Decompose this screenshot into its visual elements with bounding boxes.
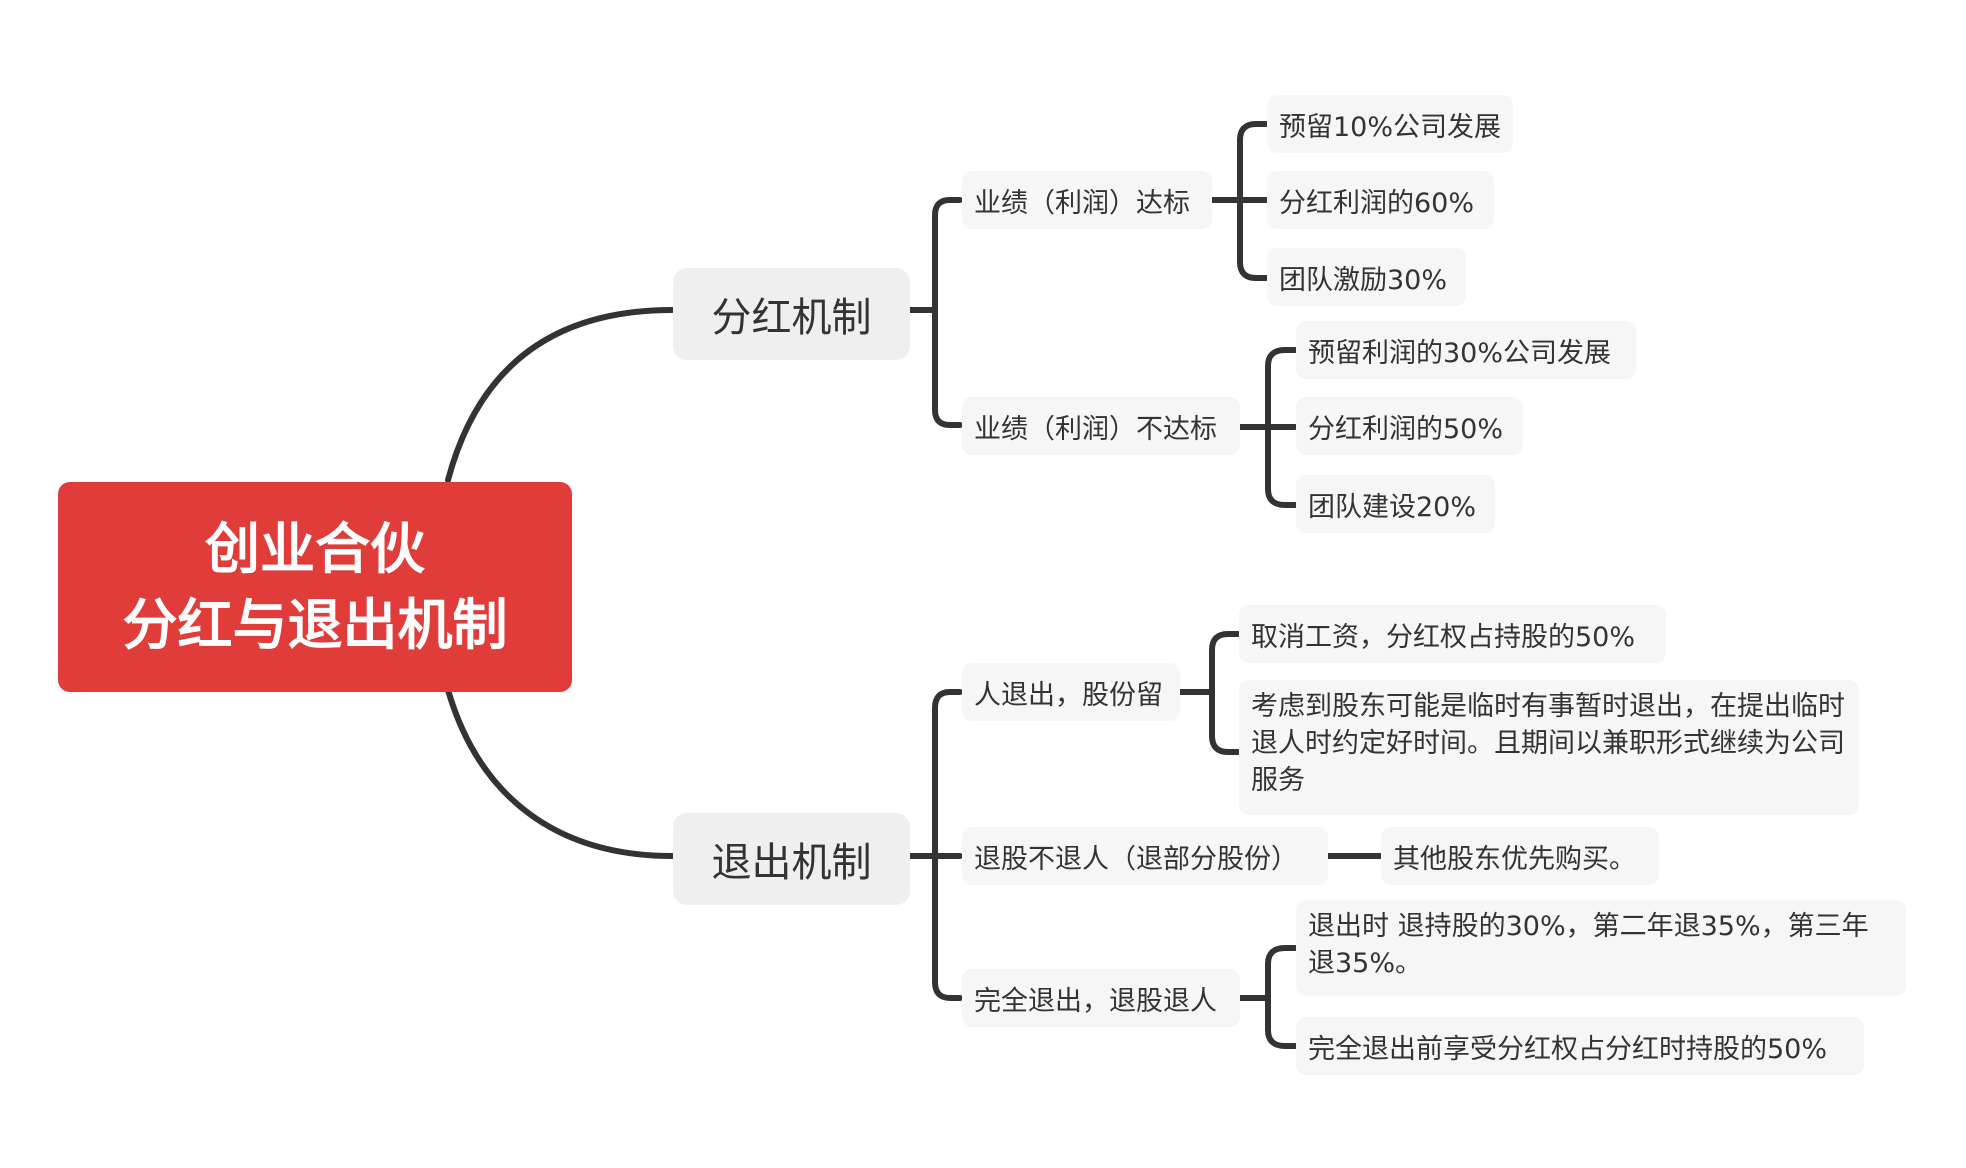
branch-fenhong[interactable]: 分红机制 [673, 268, 910, 360]
leaf-budabiao-3[interactable]: 团队建设20% [1296, 475, 1495, 533]
leaf-dabiao-2[interactable]: 分红利润的60% [1267, 171, 1494, 229]
leaf-rentuichu-1[interactable]: 取消工资，分红权占持股的50% [1239, 605, 1666, 663]
leaf-rentuichu-2[interactable]: 考虑到股东可能是临时有事暂时退出，在提出临时退人时约定好时间。且期间以兼职形式继… [1239, 680, 1859, 815]
connector-fenhong-bracket [907, 197, 963, 428]
connector-rentuichu-bracket [1177, 631, 1241, 755]
leaf-dabiao-3[interactable]: 团队激励30% [1267, 248, 1466, 306]
leaf-wanquan-1[interactable]: 退出时 退持股的30%，第二年退35%，第三年退35%。 [1296, 900, 1906, 996]
root-title-line2: 分红与退出机制 [122, 593, 508, 657]
leaf-budabiao-2[interactable]: 分红利润的50% [1296, 397, 1523, 455]
topic-tuigubutuiren[interactable]: 退股不退人（退部分股份） [962, 827, 1328, 885]
connector-dabiao-bracket [1207, 121, 1269, 281]
topic-rentuichu[interactable]: 人退出，股份留 [962, 663, 1180, 721]
leaf-wanquan-2[interactable]: 完全退出前享受分红权占分红时持股的50% [1296, 1017, 1864, 1075]
root-topic[interactable]: 创业合伙 分红与退出机制 [58, 482, 572, 692]
topic-dabiao[interactable]: 业绩（利润）达标 [962, 171, 1212, 229]
branch-tuichu[interactable]: 退出机制 [673, 813, 910, 905]
leaf-dabiao-1[interactable]: 预留10%公司发展 [1267, 95, 1513, 153]
connector-budabiao-bracket [1237, 347, 1298, 508]
leaf-tuigu-1[interactable]: 其他股东优先购买。 [1381, 827, 1659, 885]
leaf-budabiao-1[interactable]: 预留利润的30%公司发展 [1296, 321, 1636, 379]
connector-tuichu-bracket [907, 689, 963, 1001]
connector-root-to-tuichu [445, 687, 675, 859]
topic-budabiao[interactable]: 业绩（利润）不达标 [962, 397, 1240, 455]
root-title-line1: 创业合伙 [204, 517, 425, 581]
topic-wanquantuichu[interactable]: 完全退出，退股退人 [962, 969, 1240, 1027]
connector-wanquan-bracket [1237, 945, 1298, 1049]
connector-root-to-fenhong [445, 307, 675, 483]
